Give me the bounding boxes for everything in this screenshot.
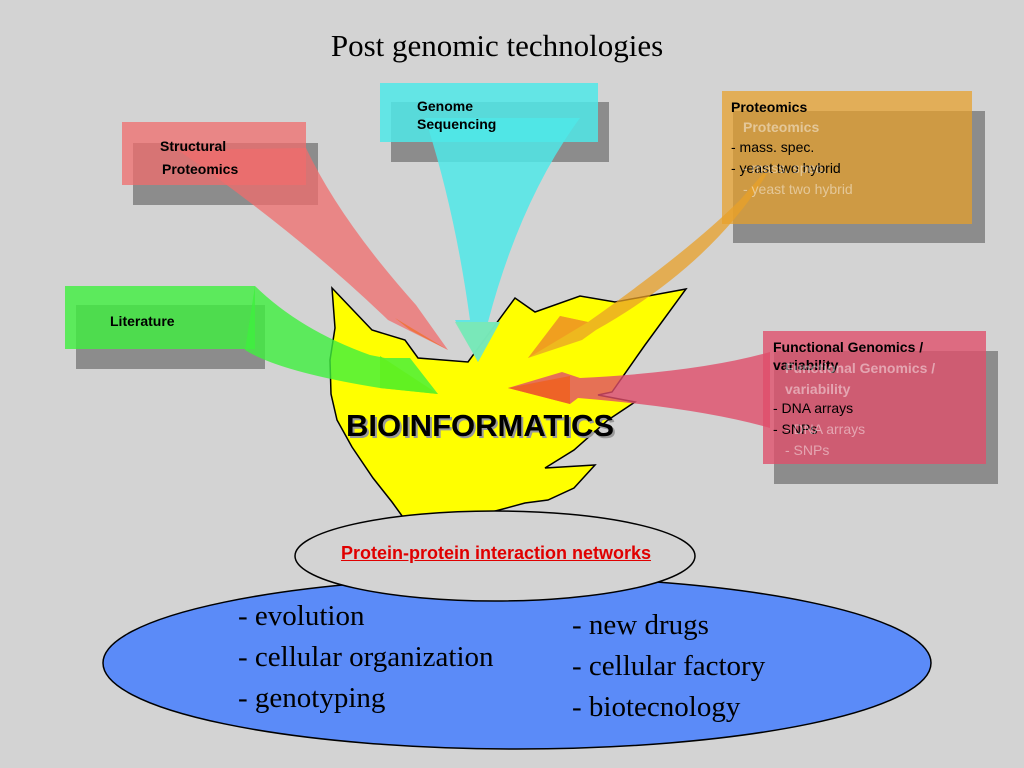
genome-label-line1: Genome: [417, 98, 474, 114]
proteomics-item-mass-spec: - mass. spec.: [731, 139, 815, 155]
functional-items: - DNA arrays - SNPs: [773, 398, 853, 439]
genome-label-line2: Sequencing: [417, 116, 497, 132]
structural-label-line1: Structural: [160, 138, 227, 154]
functional-item-snps: - SNPs: [773, 420, 818, 437]
network-label: Protein-protein interaction networks: [340, 543, 652, 563]
functional-ghost-item-1: - DNA arrays: [785, 421, 866, 437]
application-biotecnology: - biotecnology: [572, 691, 741, 723]
proteomics-items: - mass. spec. - yeast two hybrid: [731, 137, 841, 178]
functional-ghost-heading: Functional Genomics / variability: [785, 360, 936, 397]
functional-funnel: [508, 352, 770, 428]
proteomics-box: [722, 91, 972, 224]
functional-ghost-item-2: - SNPs: [785, 441, 830, 458]
structural-funnel: [178, 148, 448, 350]
applications-left-list: - evolution - cellular organization - ge…: [238, 596, 494, 719]
proteomics-ghost-item-1: - mass. spec.: [743, 160, 827, 176]
functional-item-dna-arrays: - DNA arrays: [773, 400, 854, 416]
structural-arrow-tip: [395, 318, 448, 350]
literature-box: [65, 286, 255, 349]
functional-ghost-items: - DNA arrays - SNPs: [785, 419, 865, 460]
bioinformatics-burst: [329, 285, 688, 523]
application-cellular-organization: - cellular organization: [238, 641, 494, 673]
application-evolution: - evolution: [238, 600, 365, 632]
functional-genomics-heading: Functional Genomics / variability: [773, 339, 924, 373]
proteomics-ghost-items: - mass. spec. - yeast two hybrid: [743, 158, 853, 199]
applications-ellipse: [102, 576, 932, 750]
proteomics-item-yeast-two-hybrid: - yeast two hybrid: [731, 159, 841, 176]
applications-right-list: - new drugs - cellular factory - biotecn…: [572, 605, 765, 728]
genome-arrow-tip: [455, 322, 500, 362]
proteomics-ghost-heading: Proteomics: [743, 119, 820, 135]
proteomics-arrow-tip: [528, 316, 588, 358]
proteomics-ghost-item-2: - yeast two hybrid: [743, 180, 853, 197]
literature-label: Literature: [110, 313, 175, 329]
network-ellipse: [294, 510, 696, 602]
application-new-drugs: - new drugs: [572, 609, 709, 641]
functional-box: [763, 331, 986, 464]
structural-label-line2: Proteomics: [162, 161, 239, 177]
application-genotyping: - genotyping: [238, 682, 386, 714]
structural-proteomics-label: Structural Proteomics: [160, 137, 238, 178]
proteomics-heading: Proteomics: [731, 99, 808, 115]
genome-funnel: [425, 118, 580, 362]
literature-arrow-tip: [380, 356, 438, 394]
bioinformatics-label: BIOINFORMATICS: [345, 408, 615, 443]
functional-arrow-tip: [508, 376, 570, 404]
genome-sequencing-label: Genome Sequencing: [417, 97, 496, 133]
application-cellular-factory: - cellular factory: [572, 650, 766, 682]
page-title: Post genomic technologies: [330, 28, 664, 63]
